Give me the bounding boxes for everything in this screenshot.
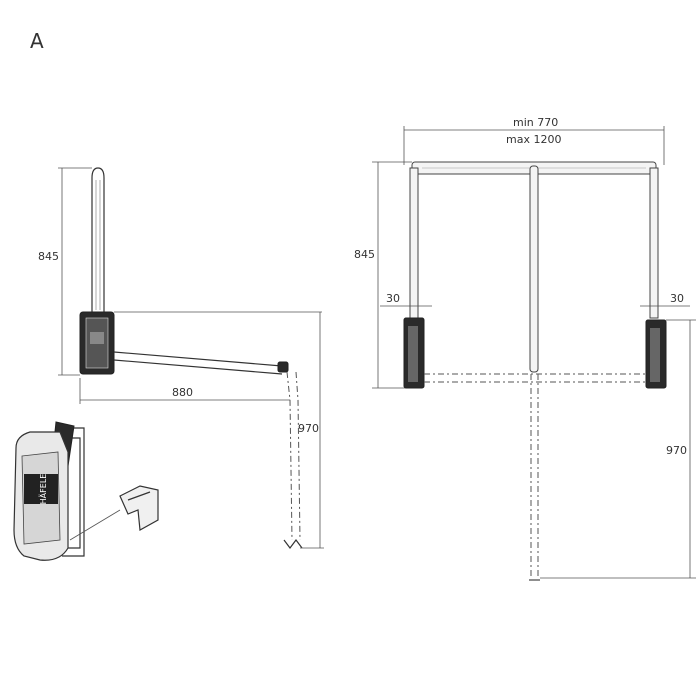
- detail-view: HÄFELE: [13, 421, 159, 561]
- front-height-dimension: 845: [354, 161, 412, 389]
- front-ghost-lowered: [424, 373, 646, 581]
- side-housing: [79, 311, 115, 375]
- side-ghost-arm: [283, 371, 303, 549]
- figure-label: A: [30, 29, 44, 53]
- front-width-dimension: min 770 max 1200: [403, 116, 665, 165]
- front-right-offset-label: 30: [670, 292, 684, 305]
- side-view: 845 880: [38, 167, 324, 549]
- front-right-post: [649, 167, 659, 319]
- front-width-min-label: min 770: [513, 116, 558, 129]
- front-height-label: 845: [354, 248, 375, 261]
- front-left-post: [409, 167, 419, 319]
- side-reach-dimension: 880: [79, 378, 290, 404]
- side-reach-label: 880: [172, 386, 193, 399]
- side-height-dimension: 845: [38, 167, 92, 376]
- front-width-max-label: max 1200: [506, 133, 561, 146]
- side-drop-label: 970: [298, 422, 319, 435]
- side-drop-dimension: 970: [114, 311, 324, 549]
- front-left-housing: [403, 317, 425, 389]
- front-center-rod: [529, 165, 539, 373]
- detail-brand-text: HÄFELE: [38, 474, 48, 505]
- front-view: min 770 max 1200 845 30: [354, 116, 696, 581]
- front-left-offset-label: 30: [386, 292, 400, 305]
- front-left-offset-dimension: 30: [380, 292, 432, 307]
- front-right-housing: [645, 319, 667, 389]
- front-right-offset-dimension: 30: [640, 292, 690, 307]
- side-vertical-rod: [91, 167, 105, 312]
- front-drop-dimension: 970: [540, 319, 696, 579]
- side-height-label: 845: [38, 250, 59, 263]
- front-drop-label: 970: [666, 444, 687, 457]
- side-arm: [113, 351, 289, 375]
